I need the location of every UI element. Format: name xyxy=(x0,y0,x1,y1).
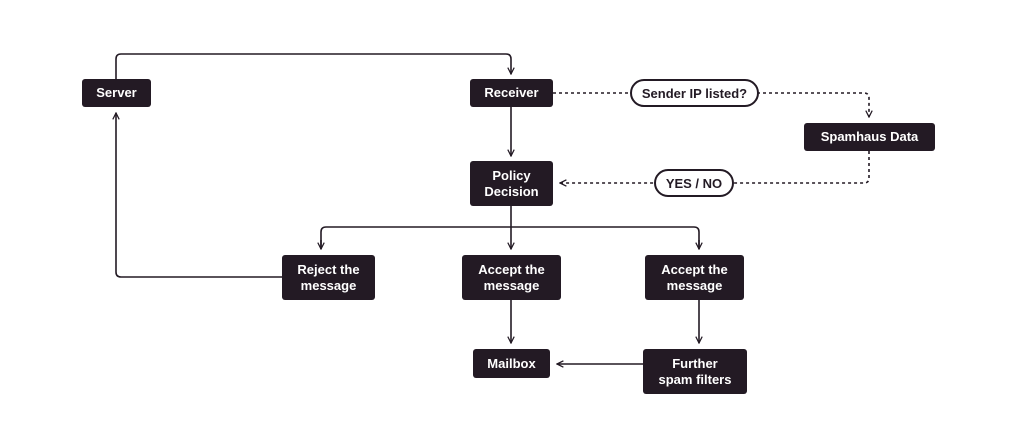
edge-receiver-to-spamhaus xyxy=(553,92,869,117)
node-accept-right-line2: message xyxy=(666,277,723,293)
node-further-line2: spam filters xyxy=(658,371,732,387)
edge-reject-to-server xyxy=(116,113,282,278)
label-sender-ip-listed-text: Sender IP listed? xyxy=(641,85,748,101)
node-spamhaus-data: Spamhaus Data xyxy=(804,123,935,151)
node-reject-line1: Reject the xyxy=(297,261,360,277)
node-mailbox: Mailbox xyxy=(473,349,550,378)
edge-spamhaus-to-policy xyxy=(560,151,870,183)
edge-server-to-receiver xyxy=(115,53,511,79)
node-accept-center-line2: message xyxy=(483,277,540,293)
node-further-line1: Further xyxy=(672,355,718,371)
node-reject-line2: message xyxy=(300,277,357,293)
node-spamhaus-data-label: Spamhaus Data xyxy=(820,129,919,144)
label-yes-no-text: YES / NO xyxy=(665,175,723,191)
node-server: Server xyxy=(82,79,151,107)
node-accept-message-right: Accept the message xyxy=(645,255,744,300)
node-further-spam-filters: Further spam filters xyxy=(643,349,747,394)
edge-branch-bar xyxy=(320,226,700,249)
node-reject-message: Reject the message xyxy=(282,255,375,300)
node-receiver-label: Receiver xyxy=(484,85,539,100)
node-policy-line2: Decision xyxy=(484,183,539,199)
node-policy-line1: Policy xyxy=(492,167,531,183)
node-accept-center-line1: Accept the xyxy=(478,261,545,277)
node-accept-message-center: Accept the message xyxy=(462,255,561,300)
node-receiver: Receiver xyxy=(470,79,553,107)
label-sender-ip-listed: Sender IP listed? xyxy=(630,79,759,107)
node-policy-decision: Policy Decision xyxy=(470,161,553,206)
node-mailbox-label: Mailbox xyxy=(487,355,536,371)
node-server-label: Server xyxy=(96,85,137,100)
node-accept-right-line1: Accept the xyxy=(661,261,728,277)
label-yes-no: YES / NO xyxy=(654,169,734,197)
